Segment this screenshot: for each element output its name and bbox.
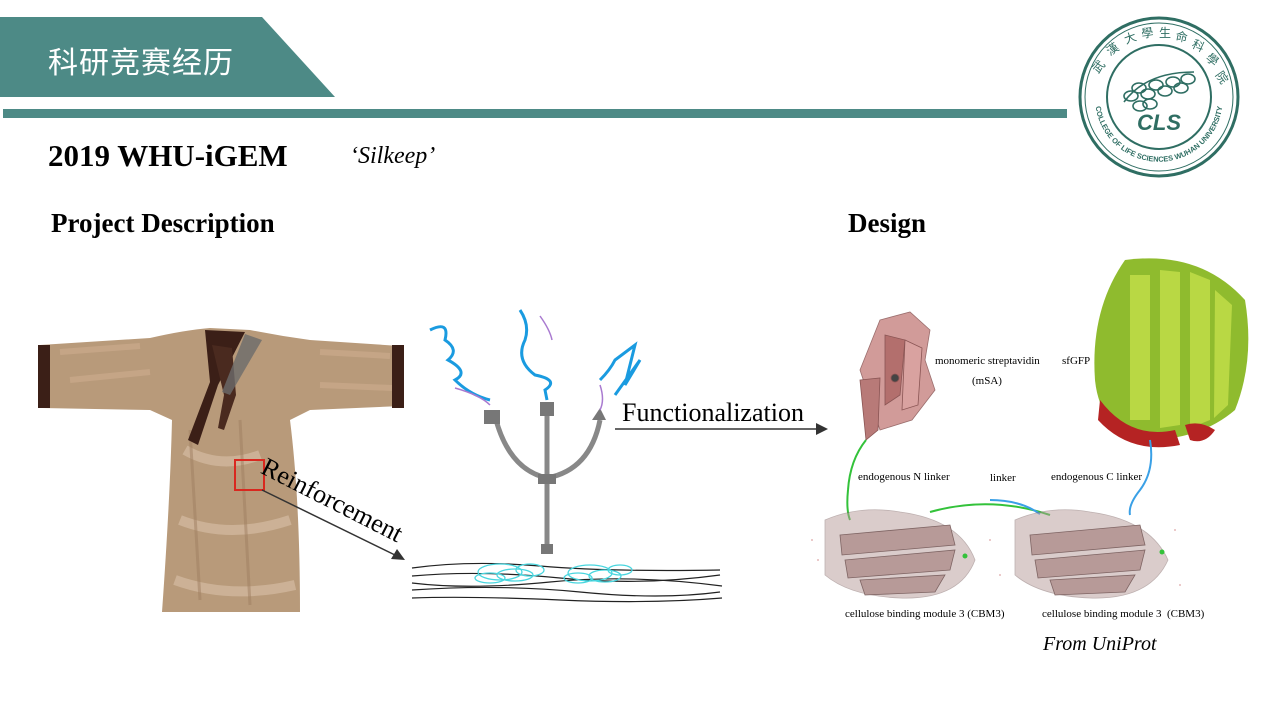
cbm3-left-label: cellulose binding module 3 (CBM3) bbox=[845, 608, 1005, 620]
cbm3-right-label: cellulose binding module 3 (CBM3) bbox=[1042, 608, 1205, 620]
highlight-box bbox=[234, 459, 265, 491]
svg-text:生: 生 bbox=[1159, 26, 1171, 40]
silk-robe-image bbox=[38, 328, 404, 612]
section-project-description: Project Description bbox=[51, 208, 275, 238]
linker-label: linker bbox=[990, 472, 1016, 484]
functionalization-label: Functionalization bbox=[622, 398, 804, 427]
c-linker-label: endogenous C linker bbox=[1051, 471, 1143, 483]
diagram bbox=[38, 258, 1249, 612]
svg-text:大: 大 bbox=[1122, 30, 1138, 47]
functional-proteins bbox=[429, 309, 642, 402]
cbm3-left bbox=[824, 509, 976, 599]
msa-label: monomeric streptavidin bbox=[935, 355, 1040, 367]
svg-text:學: 學 bbox=[1140, 25, 1154, 41]
header-banner bbox=[0, 17, 335, 97]
project-title: 2019 WHU-iGEM bbox=[48, 138, 288, 173]
sfgfp-protein bbox=[1094, 258, 1249, 448]
svg-text:科: 科 bbox=[1190, 37, 1207, 55]
msa-protein bbox=[859, 311, 936, 441]
msa-abbrev-label: (mSA) bbox=[972, 375, 1002, 387]
sfgfp-label: sfGFP bbox=[1062, 355, 1091, 367]
silk-fibers bbox=[411, 562, 723, 603]
header-divider bbox=[3, 109, 1067, 118]
svg-text:命: 命 bbox=[1174, 28, 1188, 45]
functionalization-arrow bbox=[615, 423, 828, 435]
section-design: Design bbox=[848, 208, 927, 238]
n-linker-label: endogenous N linker bbox=[858, 471, 950, 483]
c-linker bbox=[1128, 439, 1153, 516]
protein-coil bbox=[474, 563, 633, 584]
cbm3-right bbox=[1014, 509, 1169, 599]
source-credit: From UniProt bbox=[1043, 633, 1157, 655]
cls-logo-text: CLS bbox=[1137, 110, 1181, 135]
header-title: 科研竞赛经历 bbox=[48, 46, 234, 81]
cls-logo: CLS COLLEGE OF LIFE SCIENCES WUHAN UNIVE… bbox=[1078, 16, 1240, 178]
project-subtitle: ‘Silkeep’ bbox=[350, 143, 436, 169]
middle-linker-blue bbox=[989, 499, 1041, 515]
reinforcement-arrow bbox=[261, 489, 405, 560]
